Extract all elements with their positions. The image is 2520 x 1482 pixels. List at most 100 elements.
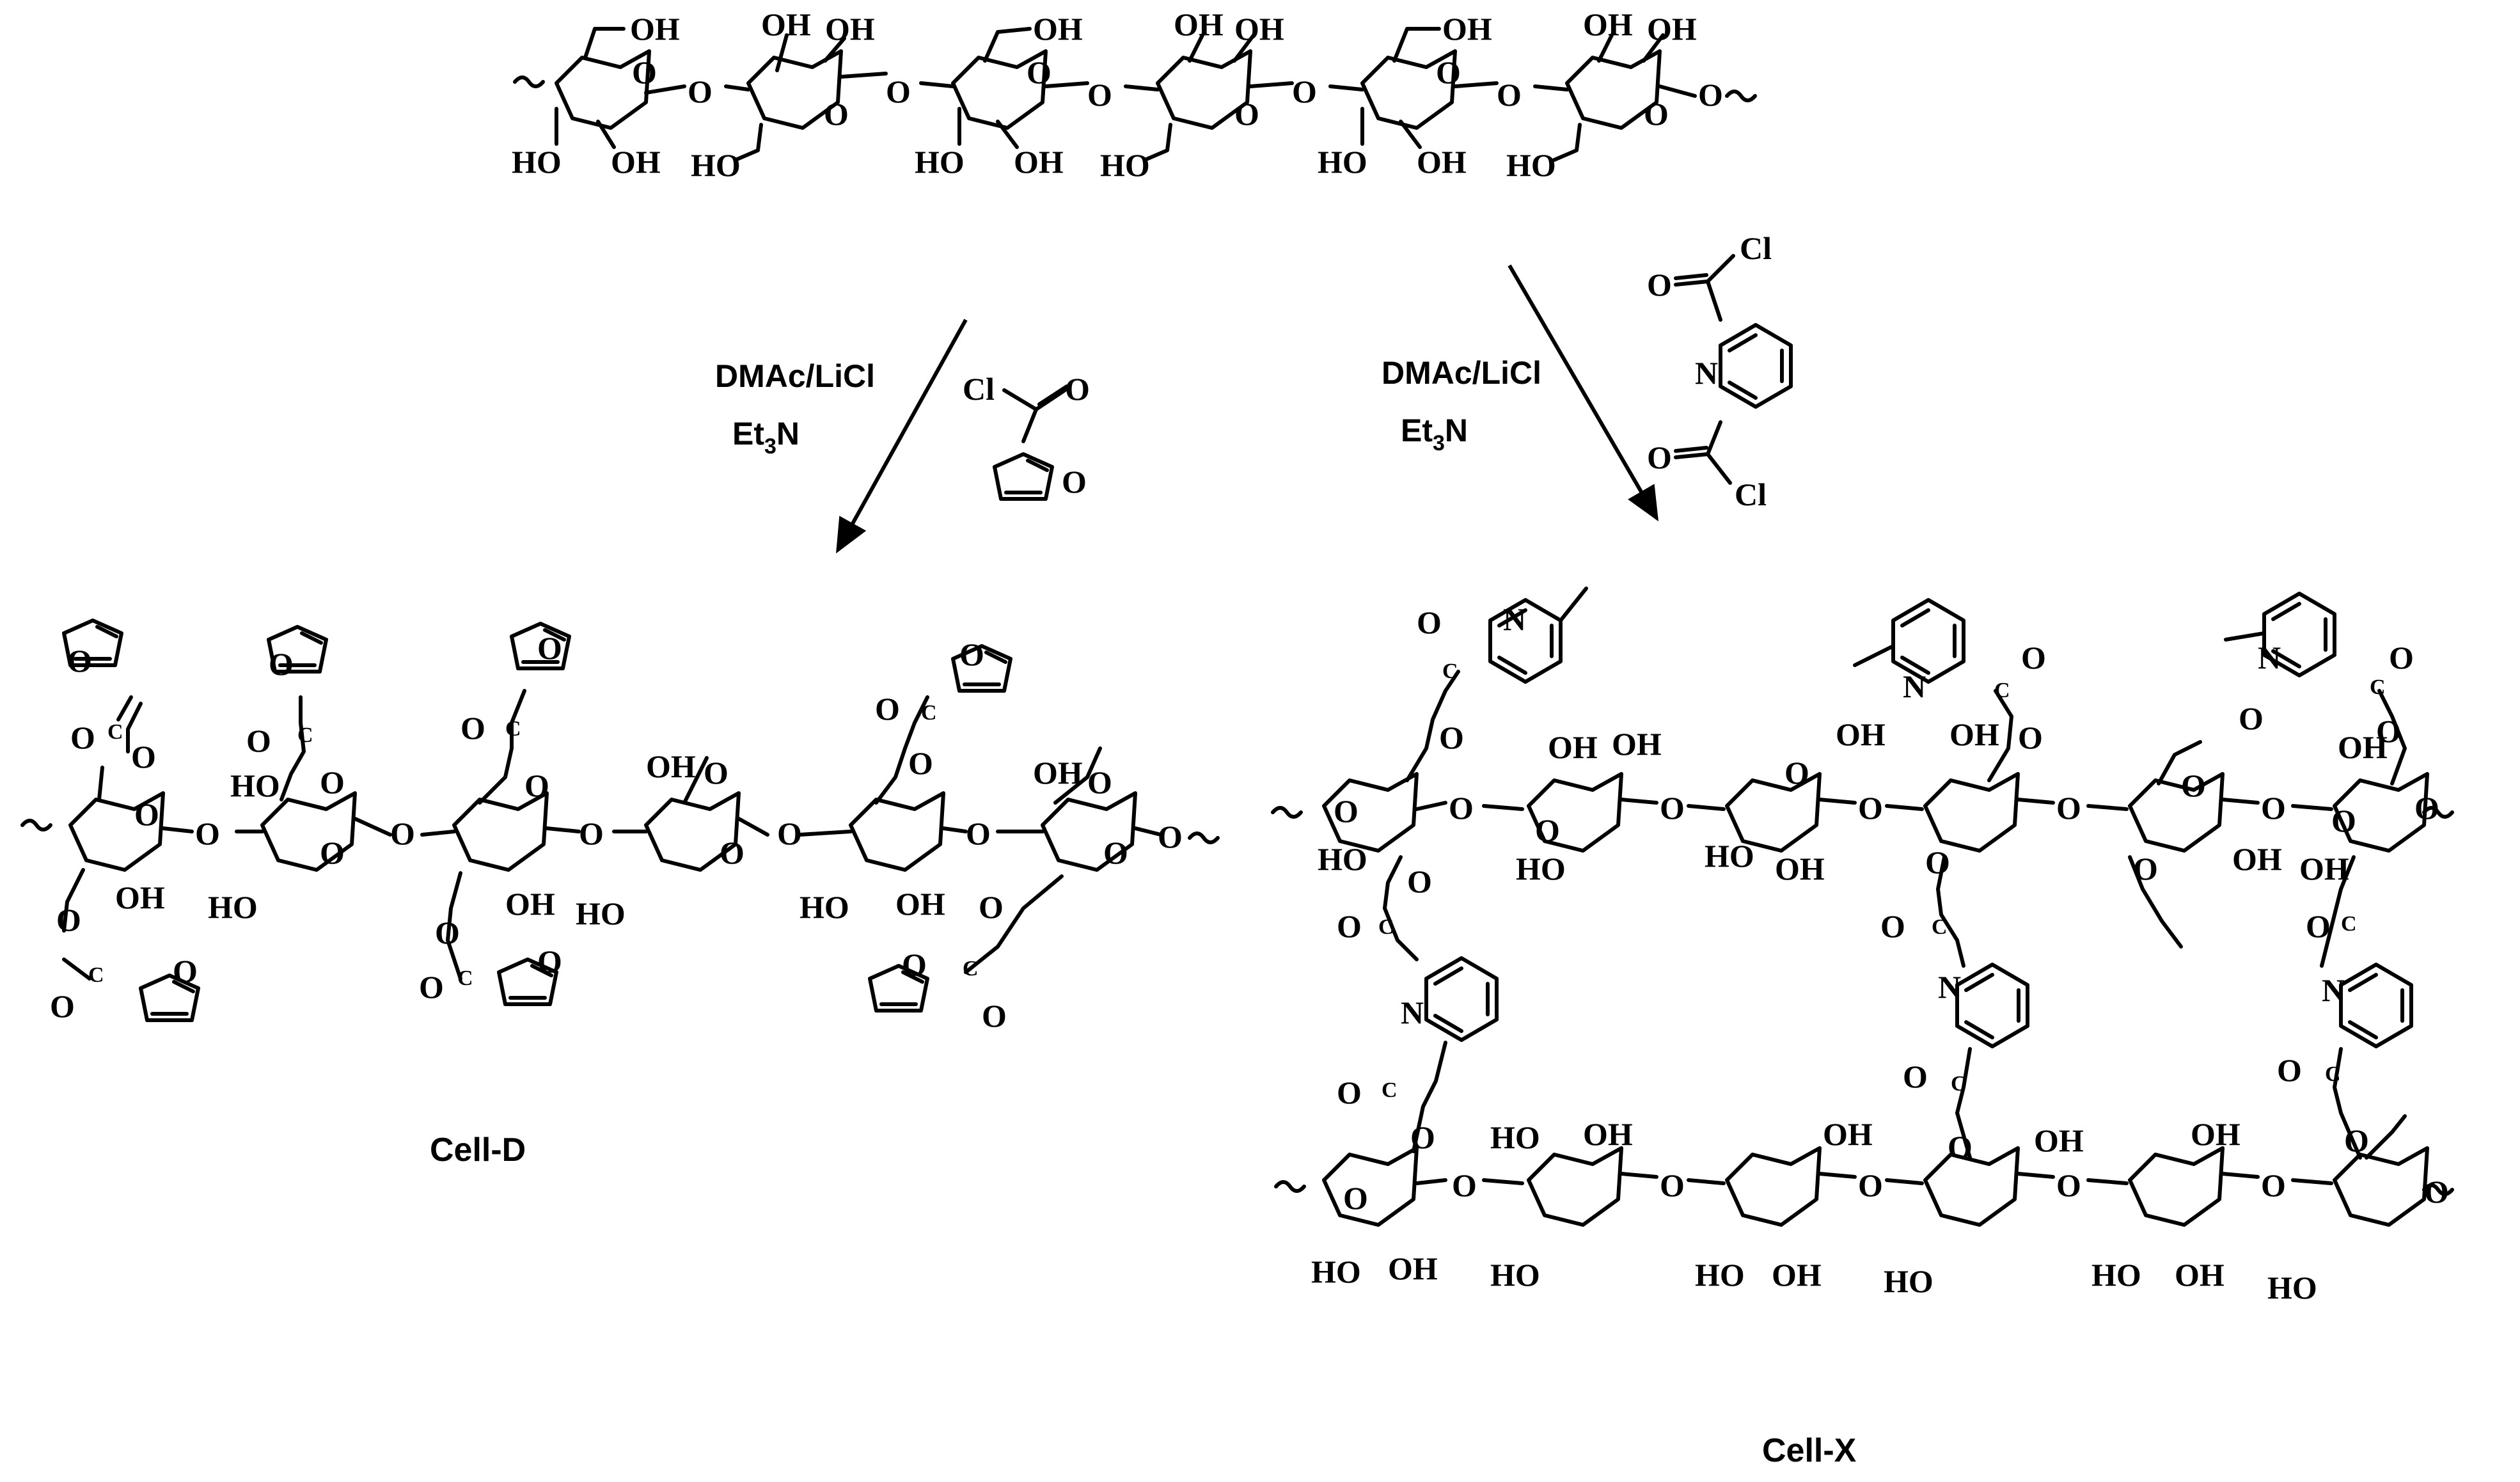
reagents-right: DMAc/LiCl Et3N	[1382, 355, 1541, 455]
atom-label: O	[1234, 96, 1259, 132]
atom-label: O	[1449, 790, 1474, 826]
atom-label: O	[2056, 1167, 2081, 1203]
atom-label: C	[88, 963, 104, 987]
atom-label: HO	[1490, 1119, 1540, 1155]
atom-label: O	[1497, 77, 1522, 113]
atom-label: C	[1442, 659, 1458, 683]
atom-label: O	[1410, 1119, 1435, 1155]
atom-label: O	[2239, 700, 2264, 736]
cell-x-atoms: N O C O O HO O O OH OH O HO O OH O HO OH…	[1311, 601, 2449, 1305]
atom-label: HO	[576, 895, 626, 931]
atom-label: C	[2325, 1062, 2341, 1086]
atom-label: O	[2021, 640, 2046, 675]
atom-label: OH	[2338, 729, 2388, 765]
atom-label: O	[269, 646, 294, 682]
atom-label: O	[1660, 1167, 1685, 1203]
atom-label: HO	[1100, 147, 1150, 183]
atom-label: O	[2056, 790, 2081, 826]
atom-label: O	[1436, 54, 1461, 90]
atom-label: N	[1903, 668, 1926, 704]
atom-label: O	[390, 816, 415, 851]
atom-label: O	[50, 988, 75, 1024]
atom-label: OH	[1033, 755, 1083, 791]
atom-label: N	[1695, 355, 1718, 391]
atom-label: O	[1158, 819, 1183, 855]
atom-label: O	[2261, 790, 2286, 826]
solvent-label: DMAc/LiCl	[715, 358, 875, 394]
atom-label: OH	[895, 886, 945, 922]
atom-label: HO	[2091, 1257, 2141, 1293]
atom-label: Cl	[963, 371, 995, 407]
atom-label: OH	[1442, 11, 1492, 47]
atom-label: O	[886, 74, 911, 109]
atom-label: C	[457, 966, 473, 990]
atom-label: C	[505, 717, 521, 741]
atom-label: O	[2424, 1174, 2449, 1210]
atom-label: C	[1994, 679, 2010, 702]
atom-label: OH	[1548, 729, 1598, 765]
cellulose-chain	[513, 27, 1757, 162]
atom-label: HO	[915, 144, 965, 180]
atom-label: HO	[2267, 1270, 2317, 1305]
atom-label: O	[435, 915, 460, 950]
atom-label: O	[777, 816, 802, 851]
atom-label: O	[173, 953, 198, 989]
atom-label: O	[1407, 863, 1432, 899]
atom-label: OH	[1823, 1116, 1873, 1152]
atom-label: O	[959, 636, 984, 672]
atom-label: O	[67, 643, 92, 679]
atom-label: O	[195, 816, 220, 851]
solvent-label: DMAc/LiCl	[1382, 355, 1541, 391]
atom-label: O	[1337, 908, 1362, 944]
atom-label: OH	[1174, 6, 1224, 42]
atom-label: HO	[691, 147, 741, 183]
atom-label: HO	[230, 768, 280, 803]
atom-label: C	[2370, 675, 2386, 699]
base-label: Et3N	[732, 416, 799, 459]
atom-label: O	[1087, 764, 1112, 800]
product-name-cell-x: Cell-X	[1762, 1432, 1857, 1469]
atom-label: C	[1378, 915, 1394, 939]
atom-label: C	[2341, 912, 2357, 936]
atom-label: O	[320, 764, 345, 800]
atom-label: O	[461, 710, 485, 746]
atom-label: O	[2181, 768, 2206, 803]
atom-label: O	[537, 630, 562, 666]
product-name-cell-d: Cell-D	[430, 1131, 526, 1169]
atom-label: OH	[1234, 11, 1284, 47]
atom-label: OH	[761, 6, 811, 42]
atom-label: HO	[1506, 147, 1556, 183]
atom-label: OH	[1033, 11, 1083, 47]
atom-label: O	[982, 998, 1007, 1034]
atom-label: OH	[2232, 841, 2282, 877]
atom-label: OH	[2034, 1123, 2084, 1158]
atom-label: O	[2277, 1052, 2302, 1088]
atom-label: OH	[1836, 716, 1886, 752]
atom-label: O	[2414, 790, 2439, 826]
atom-label: OH	[1612, 726, 1662, 762]
atom-label: O	[720, 835, 744, 871]
atom-label: O	[70, 720, 95, 755]
atom-label: O	[1439, 720, 1464, 755]
atom-label: C	[1932, 915, 1948, 939]
atom-label: O	[1858, 790, 1883, 826]
atom-label: O	[1292, 74, 1317, 109]
atom-label: HO	[1705, 838, 1754, 874]
atom-label: OH	[505, 886, 555, 922]
atom-label: OH	[646, 748, 696, 784]
atom-label: C	[1382, 1078, 1398, 1102]
atom-label: O	[1660, 790, 1685, 826]
atom-label: O	[1334, 793, 1358, 829]
atom-label: N	[1401, 995, 1424, 1030]
atom-label: O	[246, 723, 271, 759]
atom-label: HO	[1318, 841, 1367, 877]
atom-label: HO	[799, 889, 849, 925]
atom-label: C	[297, 723, 313, 747]
atom-label: O	[2133, 851, 2158, 887]
atom-label: OH	[630, 11, 680, 47]
atom-label: HO	[1884, 1263, 1933, 1299]
reaction-arrow-right	[1508, 264, 1659, 522]
atom-label: O	[1343, 1180, 1368, 1216]
atom-label: N	[1938, 969, 1961, 1005]
